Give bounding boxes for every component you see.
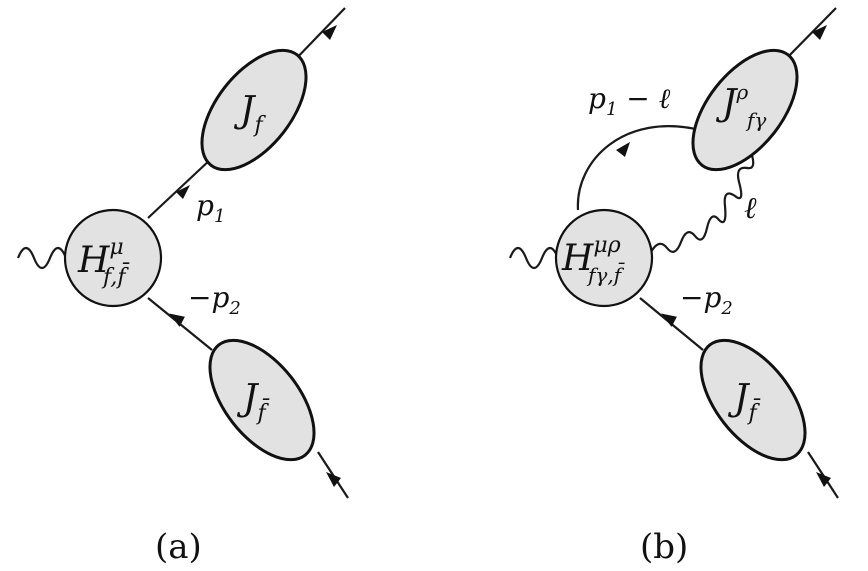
photon-ell-label: ℓ	[744, 191, 757, 226]
arrow-a-bottom	[326, 472, 341, 487]
arrow-b-bottom	[816, 472, 831, 487]
arrow-a-p1	[176, 185, 190, 199]
arrow-b-top	[812, 25, 827, 40]
momentum-a-p1-label: p1	[196, 189, 225, 227]
photon-line-a	[16, 246, 68, 270]
fermion-line-a-upper	[147, 157, 213, 219]
photon-line-b-ell	[650, 140, 758, 253]
arrow-b-arc	[616, 142, 630, 157]
jet-blob-a-top	[200, 48, 308, 172]
photon-line-b	[508, 246, 560, 270]
arrow-a-p2	[169, 313, 185, 327]
jet-blob-a-bottom	[208, 338, 316, 462]
hard-vertex-a	[63, 208, 163, 308]
momentum-a-p2-label: −p2	[188, 281, 241, 319]
jet-blob-b-top	[691, 48, 799, 172]
hard-vertex-b	[554, 208, 654, 308]
caption-b: (b)	[640, 527, 688, 567]
momentum-b-arc-label: p1 − ℓ	[588, 82, 671, 120]
momentum-b-p2-label: −p2	[680, 281, 733, 319]
arrow-a-top	[322, 25, 337, 40]
caption-a: (a)	[155, 527, 202, 567]
arrow-b-p2	[661, 313, 677, 327]
fermion-arc-b	[576, 125, 701, 211]
jet-blob-b-bottom	[699, 338, 807, 462]
